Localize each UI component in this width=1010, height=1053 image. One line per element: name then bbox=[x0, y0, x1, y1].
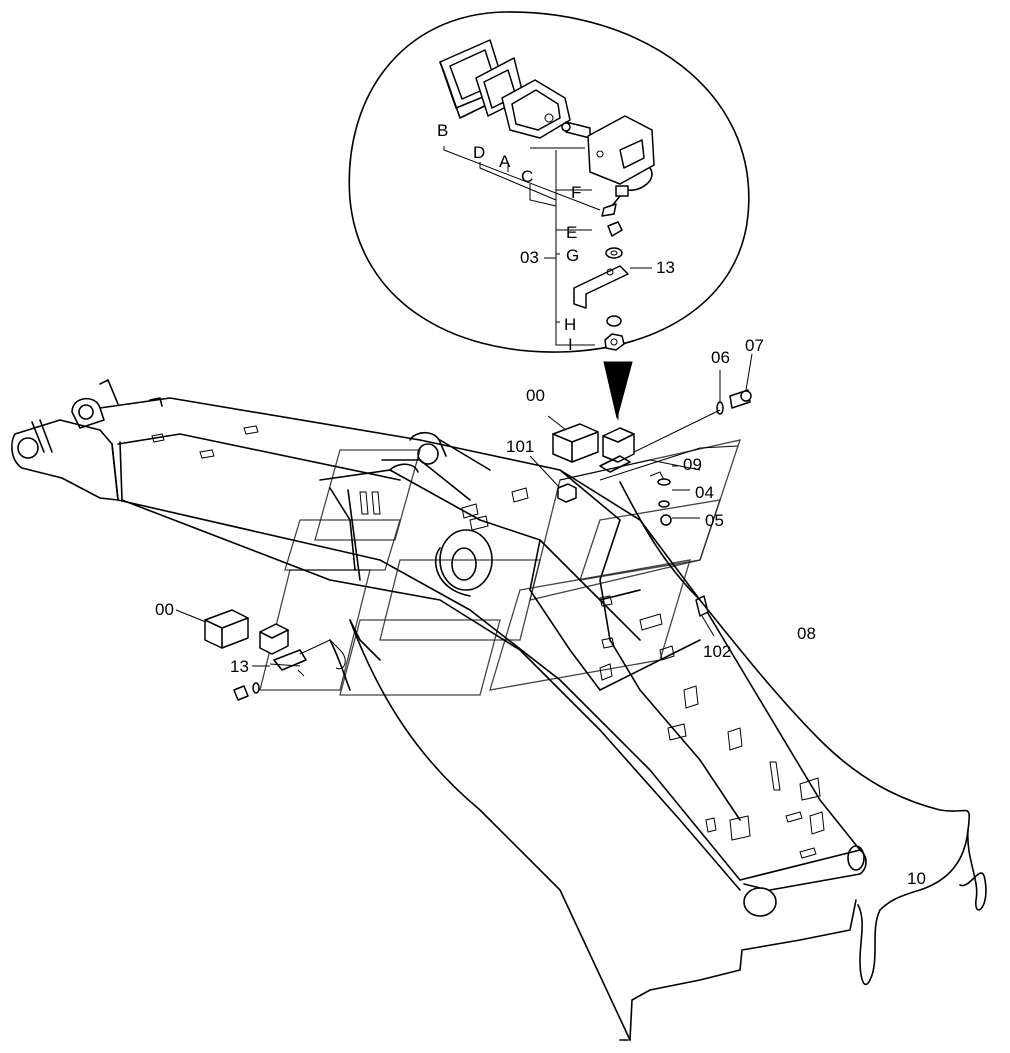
label-04: 04 bbox=[695, 483, 714, 502]
left-light-mount bbox=[175, 609, 346, 701]
label-13-inset: 13 bbox=[656, 258, 675, 277]
nut-i bbox=[604, 333, 625, 351]
work-light-left bbox=[259, 623, 307, 671]
lens-a bbox=[501, 79, 571, 139]
label-102: 102 bbox=[703, 642, 731, 661]
label-00-right: 00 bbox=[526, 386, 545, 405]
part-09 bbox=[649, 471, 671, 486]
lamp-housing bbox=[587, 115, 655, 191]
label-101: 101 bbox=[506, 437, 534, 456]
wire-harness-08 bbox=[619, 481, 987, 986]
bolt-07 bbox=[729, 389, 752, 409]
label-07: 07 bbox=[745, 336, 764, 355]
label-E: E bbox=[566, 223, 577, 242]
label-10: 10 bbox=[907, 869, 926, 888]
boom-assembly bbox=[11, 379, 867, 1041]
label-I: I bbox=[568, 335, 573, 354]
work-light-right bbox=[599, 427, 635, 473]
bolt-left bbox=[233, 682, 260, 701]
clip-e bbox=[601, 203, 623, 237]
label-00-left: 00 bbox=[155, 600, 174, 619]
inset-leader-lines bbox=[443, 146, 652, 346]
right-light-mount bbox=[529, 353, 753, 637]
label-13-left: 13 bbox=[230, 657, 249, 676]
clamp-102 bbox=[695, 595, 709, 617]
washer-06 bbox=[716, 401, 724, 415]
label-H: H bbox=[564, 315, 576, 334]
part-101 bbox=[557, 483, 577, 503]
cover-00-right bbox=[552, 423, 599, 463]
label-A: A bbox=[499, 152, 511, 171]
label-08: 08 bbox=[797, 624, 816, 643]
label-06: 06 bbox=[711, 348, 730, 367]
label-C: C bbox=[521, 167, 533, 186]
label-G: G bbox=[566, 246, 579, 265]
label-F: F bbox=[571, 183, 581, 202]
bulb-c bbox=[561, 121, 591, 139]
label-B: B bbox=[437, 121, 448, 140]
label-03: 03 bbox=[520, 248, 539, 267]
label-D: D bbox=[473, 143, 485, 162]
label-09: 09 bbox=[683, 455, 702, 474]
label-05: 05 bbox=[705, 511, 724, 530]
bracket-13-inset bbox=[573, 265, 629, 309]
lock-washer-h bbox=[606, 315, 622, 327]
bolt-05 bbox=[660, 514, 672, 526]
washer-04 bbox=[658, 500, 670, 508]
washer-g bbox=[605, 247, 623, 259]
part-number-labels: 00 101 06 07 09 04 05 00 13 102 08 10 bbox=[155, 336, 926, 888]
screw-f bbox=[611, 185, 629, 207]
detail-inset: B D A C F E 03 G 13 H I bbox=[348, 11, 750, 419]
cover-00-left bbox=[204, 609, 249, 649]
